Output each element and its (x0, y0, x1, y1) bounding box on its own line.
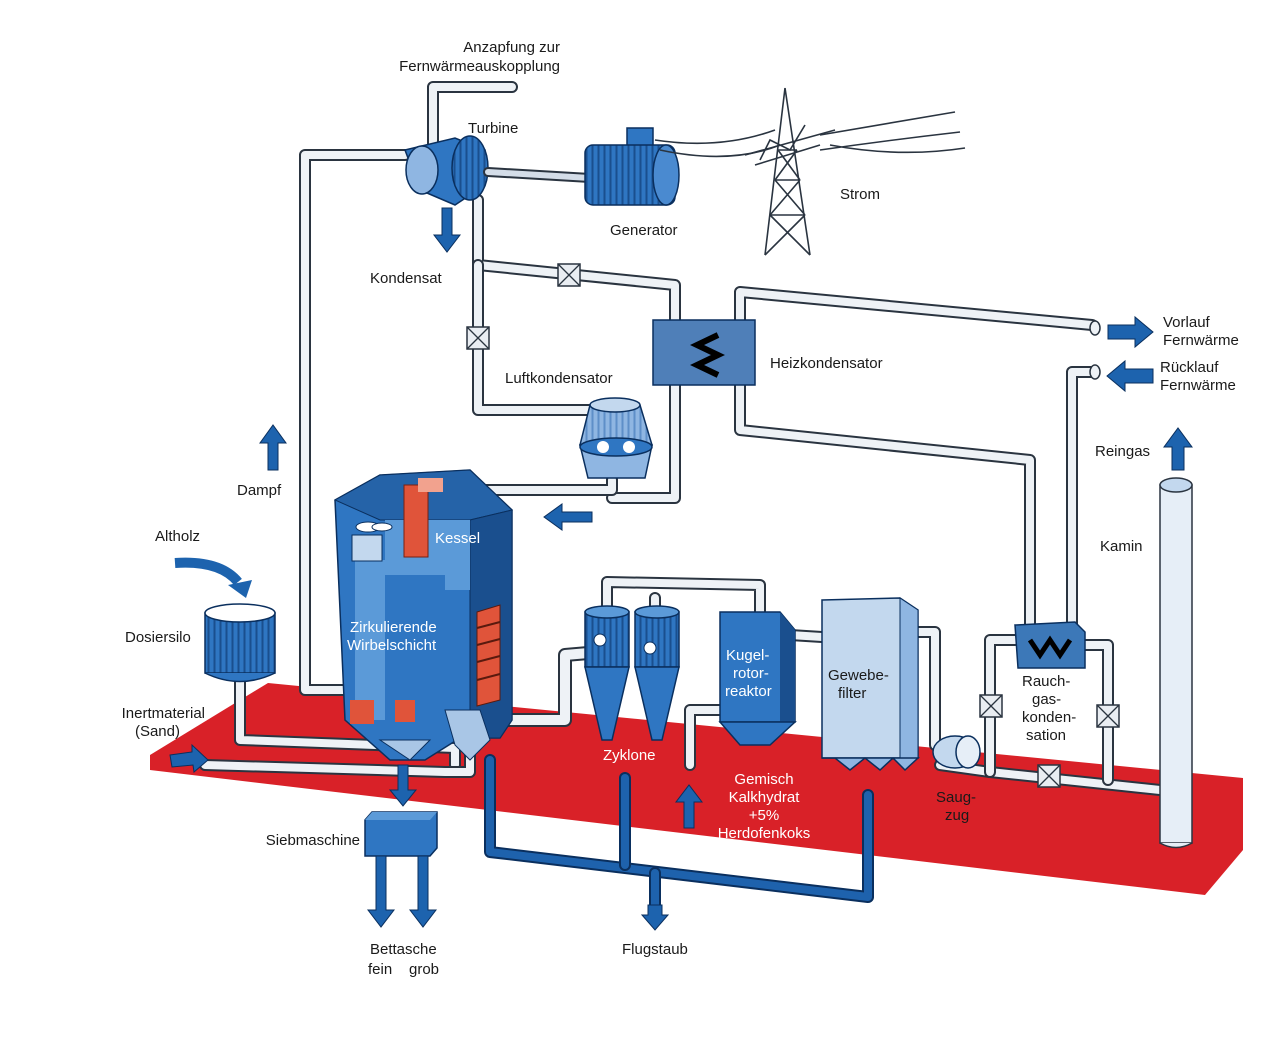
label-inertmaterial: Inertmaterial (122, 705, 205, 722)
label-inertmaterial: (Sand) (135, 723, 180, 740)
label-altholz: Altholz (155, 528, 200, 545)
label-saugzug: zug (945, 807, 969, 824)
label-kamin: Kamin (1100, 538, 1143, 555)
label-luftkondensator: Luftkondensator (505, 370, 613, 387)
label-kugelrotorreaktor: reaktor (725, 683, 772, 700)
air-condenser (579, 397, 654, 479)
turbine (403, 135, 489, 206)
ball-rotor-reactor (718, 611, 797, 746)
label-kugelrotorreaktor: Kugel- (726, 647, 769, 664)
arrow-down-icon (432, 207, 462, 253)
label-kugelrotorreaktor: rotor- (733, 665, 769, 682)
arrow-right-icon (1107, 315, 1154, 349)
arrow-down-icon (408, 855, 438, 928)
arrow-left-icon (1106, 359, 1154, 393)
ash-pipes (484, 754, 874, 916)
fabric-filter (821, 597, 920, 772)
arrow-down-icon (388, 764, 418, 807)
label-kessel: Kessel (435, 530, 480, 547)
generator (584, 127, 680, 206)
label-grob: grob (409, 961, 439, 978)
label-ruecklauf: Fernwärme (1160, 377, 1236, 394)
valve-icon (466, 263, 1120, 788)
arrow-down-icon (640, 904, 670, 931)
label-gemisch: +5% (749, 807, 779, 824)
label-rauchgaskondensation: sation (1026, 727, 1066, 744)
label-turbine: Turbine (468, 120, 518, 137)
sieve-machine (364, 811, 438, 857)
arrow-down-icon (366, 855, 396, 928)
label-siebmaschine: Siebmaschine (266, 832, 360, 849)
label-gemisch: Gemisch (734, 771, 793, 788)
label-reingas: Reingas (1095, 443, 1150, 460)
cyclones (584, 605, 680, 741)
label-ruecklauf: Rücklauf (1160, 359, 1219, 376)
boiler (333, 469, 514, 761)
dosing-silo (204, 603, 276, 683)
label-flugstaub: Flugstaub (622, 941, 688, 958)
label-wirbelschicht: Zirkulierende (350, 619, 437, 636)
flow-arrows (169, 207, 1193, 931)
arrow-up-icon (259, 424, 287, 471)
suction-fan (932, 735, 981, 769)
steam-pipes (199, 81, 1166, 796)
label-gemisch: Kalkhydrat (729, 789, 801, 806)
label-gemisch: Herdofenkoks (718, 825, 811, 842)
label-vorlauf: Vorlauf (1163, 314, 1211, 331)
arrow-up-icon (1163, 427, 1193, 471)
label-rauchgaskondensation: Rauch- (1022, 673, 1070, 690)
labels: Anzapfung zur Fernwärmeauskopplung Turbi… (122, 39, 1239, 978)
flue-gas-condenser (1014, 621, 1086, 669)
label-heizkondensator: Heizkondensator (770, 355, 883, 372)
heat-condenser (652, 319, 756, 386)
chimney (1159, 477, 1193, 849)
label-rauchgaskondensation: konden- (1022, 709, 1076, 726)
power-pylon-icon (654, 87, 966, 256)
label-bettasche: Bettasche (370, 941, 437, 958)
label-anzapfung: Fernwärmeauskopplung (399, 58, 560, 75)
arrow-left-icon (543, 503, 593, 531)
label-kondensat: Kondensat (370, 270, 443, 287)
label-dampf: Dampf (237, 482, 282, 499)
label-fein: fein (368, 961, 392, 978)
arrow-right-icon (169, 743, 209, 773)
label-zyklone: Zyklone (603, 747, 656, 764)
label-vorlauf: Fernwärme (1163, 332, 1239, 349)
label-strom: Strom (840, 186, 880, 203)
label-rauchgaskondensation: gas- (1032, 691, 1061, 708)
label-dosiersilo: Dosiersilo (125, 629, 191, 646)
arrow-up-icon (674, 784, 704, 829)
label-gewebefilter: filter (838, 685, 866, 702)
arrow-curved-icon (174, 557, 242, 586)
label-wirbelschicht: Wirbelschicht (347, 637, 437, 654)
label-anzapfung: Anzapfung zur (463, 39, 560, 56)
label-generator: Generator (610, 222, 678, 239)
label-saugzug: Saug- (936, 789, 976, 806)
label-gewebefilter: Gewebe- (828, 667, 889, 684)
